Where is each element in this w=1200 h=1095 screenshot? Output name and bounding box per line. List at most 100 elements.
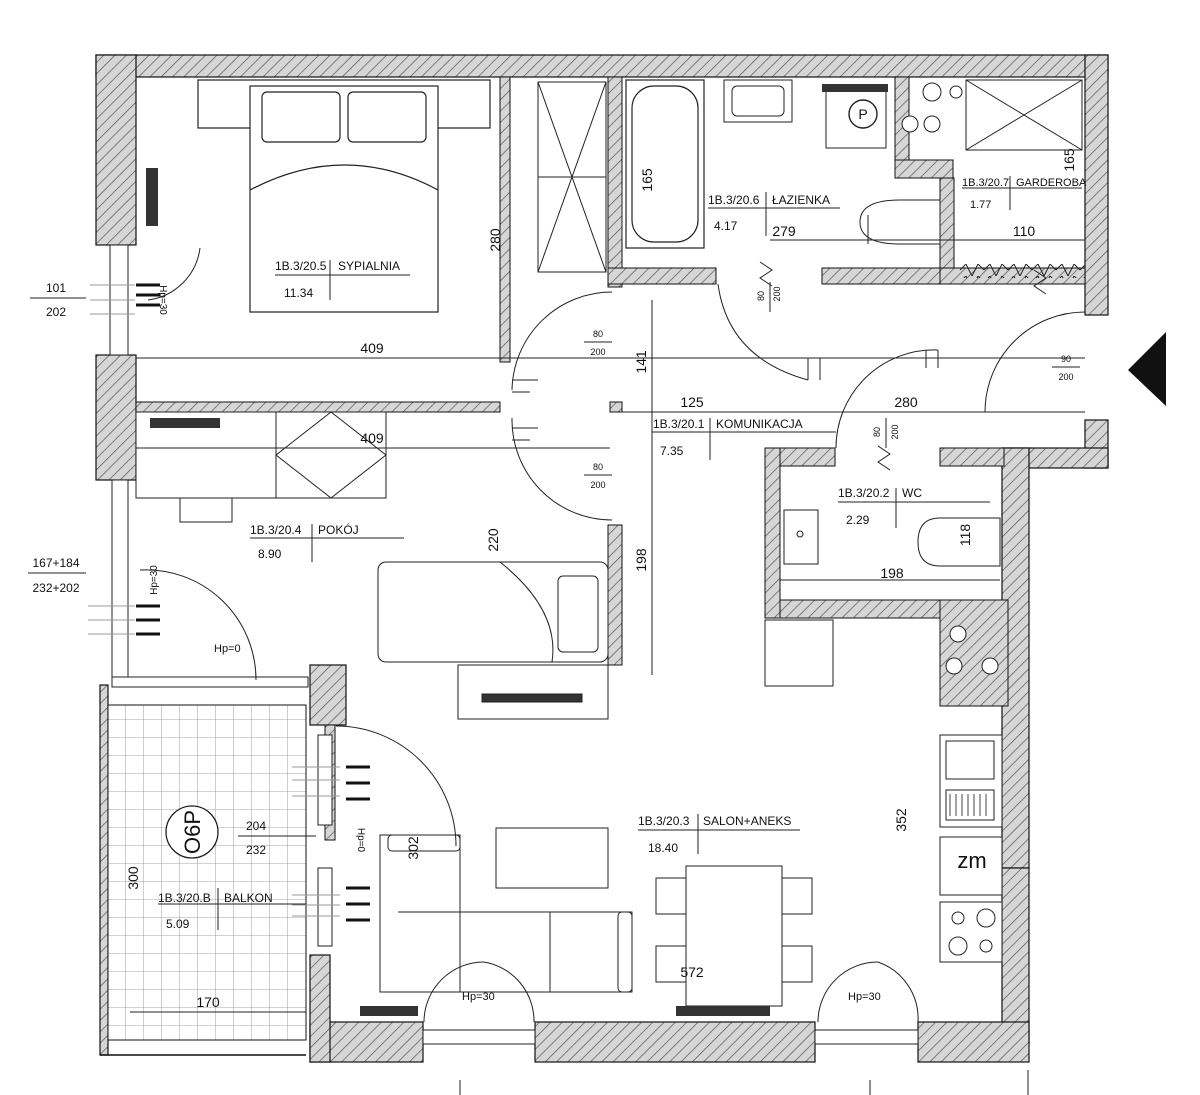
room-area: 2.29	[846, 513, 870, 527]
dim-280-bedroom: 280	[487, 228, 503, 252]
dim-198-wc: 198	[880, 565, 904, 581]
window-room	[88, 479, 160, 686]
radiator-salon-b	[676, 1006, 770, 1016]
door-width: 90	[1061, 354, 1071, 364]
room-name: SALON+ANEKS	[703, 814, 791, 828]
dimension-lines	[130, 188, 1085, 1013]
dim-170: 170	[196, 994, 220, 1010]
room-name: POKÓJ	[318, 522, 359, 537]
level-labels: Hp=30 Hp=30 Hp=0 Hp=0 Hp=30 Hp=30	[149, 285, 881, 1003]
balcony-door	[292, 734, 370, 947]
bathtub	[625, 79, 705, 249]
room-code: 1B.3/20.3	[638, 814, 690, 828]
level-mark: Hp=0	[355, 828, 366, 853]
room-area: 5.09	[166, 917, 190, 931]
dim-280-hall: 280	[894, 394, 918, 410]
coffee-table	[495, 827, 609, 889]
dining-table	[655, 865, 813, 1007]
room-area: 4.17	[714, 219, 738, 233]
door-height: 200	[590, 480, 605, 490]
door-height: 200	[590, 347, 605, 357]
window-width: 167+184	[32, 556, 79, 570]
level-mark: Hp=30	[462, 991, 495, 1003]
dim-279: 279	[772, 223, 796, 239]
dim-198-vertical: 198	[633, 548, 649, 572]
window-size-labels: 101 202 167+184 232+202 204 232	[28, 281, 316, 857]
door-height: 200	[772, 286, 782, 301]
dim-118: 118	[957, 524, 973, 547]
label-sypialnia: 1B.3/20.5 SYPIALNIA 11.34	[275, 259, 410, 300]
door-width: 80	[593, 329, 603, 339]
radiator-room	[150, 418, 220, 428]
dim-165-bath: 165	[639, 168, 655, 192]
door-size-labels: 80 200 80 200 80 200 80 200 90 200	[584, 282, 1080, 490]
room-code: 1B.3/20.B	[158, 891, 211, 905]
dim-409-b: 409	[360, 430, 384, 446]
level-mark: Hp=30	[848, 991, 881, 1003]
room-name: SYPIALNIA	[338, 259, 400, 273]
kitchen-counter	[939, 734, 1003, 963]
dim-572: 572	[680, 964, 704, 980]
sofa	[379, 834, 633, 993]
fridge-cabinet	[764, 619, 834, 687]
room-code: 1B.3/20.4	[250, 523, 302, 537]
window-height: 202	[46, 305, 66, 319]
window-salon	[422, 1029, 919, 1045]
room-area: 18.40	[648, 841, 678, 855]
dim-300: 300	[125, 866, 141, 890]
balcony-tag: O6P	[180, 810, 205, 854]
window-width: 101	[46, 281, 66, 295]
room-area: 1.77	[970, 199, 991, 211]
dim-409-a: 409	[360, 340, 384, 356]
room-area: 8.90	[258, 547, 282, 561]
label-lazienka: 1B.3/20.6 ŁAZIENKA 4.17	[708, 192, 840, 236]
level-mark: Hp=30	[149, 565, 160, 595]
room-code: 1B.3/20.1	[653, 417, 705, 431]
room-name: ŁAZIENKA	[772, 193, 830, 207]
level-mark: Hp=30	[157, 285, 168, 315]
entrance-arrow-icon	[1128, 332, 1166, 406]
room-name: WC	[902, 486, 922, 500]
label-balkon: 1B.3/20.B BALKON 5.09	[158, 888, 306, 931]
exterior-walls	[95, 54, 1109, 1063]
meter-label: zm	[957, 848, 986, 873]
parking-symbol: P	[822, 84, 888, 149]
wc-shaft	[945, 625, 999, 675]
room-code: 1B.3/20.7	[962, 177, 1009, 189]
room-wardrobe	[275, 411, 387, 499]
bed	[197, 79, 491, 313]
cabinet-hall	[457, 664, 609, 720]
room-code: 1B.3/20.2	[838, 486, 890, 500]
door-width: 80	[756, 291, 766, 301]
balcony-floor	[100, 704, 307, 1056]
dim-125: 125	[680, 394, 704, 410]
garderoba-closet	[965, 79, 1083, 151]
dim-141: 141	[633, 350, 649, 374]
window-height: 232+202	[32, 581, 79, 595]
door-width: 80	[872, 427, 882, 437]
balcony-tag-circle	[165, 805, 219, 859]
dim-110: 110	[1013, 223, 1036, 239]
room-name: KOMUNIKACJA	[716, 417, 803, 431]
window-width: 204	[246, 819, 266, 833]
wc-toilet	[917, 517, 1001, 567]
label-salon: 1B.3/20.3 SALON+ANEKS 18.40	[638, 814, 800, 855]
room-code: 1B.3/20.6	[708, 193, 760, 207]
installation-shaft-top	[901, 82, 963, 133]
room-name: BALKON	[224, 891, 273, 905]
room-name: GARDEROBA	[1016, 177, 1087, 189]
label-garderoba: 1B.3/20.7 GARDEROBA 1.77	[962, 176, 1087, 211]
room-code: 1B.3/20.5	[275, 259, 327, 273]
interior-walls	[135, 76, 1086, 841]
radiator-bedroom	[146, 168, 158, 226]
dim-220: 220	[485, 528, 501, 552]
door-width: 80	[593, 462, 603, 472]
window-height: 232	[246, 843, 266, 857]
dim-302: 302	[405, 836, 421, 860]
sofa-bed	[377, 561, 609, 663]
window-bedroom	[90, 244, 160, 356]
washbasin	[723, 79, 793, 123]
dim-165-garderoba: 165	[1061, 148, 1077, 172]
desk	[135, 411, 277, 523]
